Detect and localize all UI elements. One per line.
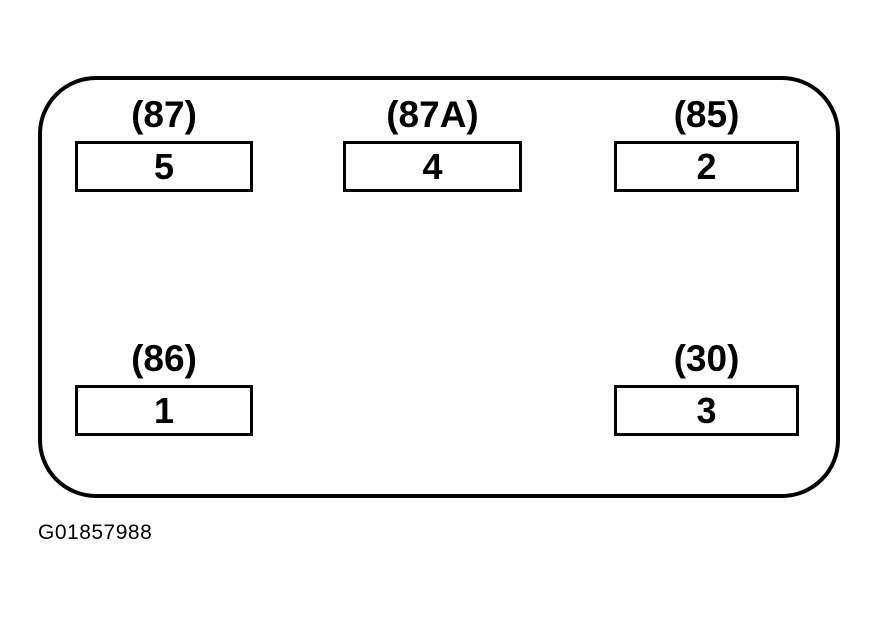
terminal-5: (87) 5 <box>75 95 253 192</box>
terminal-1-number: 1 <box>75 385 253 436</box>
terminal-5-label: (87) <box>131 94 197 135</box>
terminal-2-label: (85) <box>673 94 740 135</box>
terminal-3: (30) 3 <box>614 339 799 436</box>
terminal-4-label: (87A) <box>386 94 479 135</box>
terminal-1-label: (86) <box>131 338 197 379</box>
relay-body-outline <box>38 76 840 498</box>
terminal-3-label: (30) <box>673 338 740 379</box>
terminal-2: (85) 2 <box>614 95 799 192</box>
terminal-5-number: 5 <box>75 141 253 192</box>
terminal-3-number: 3 <box>614 385 799 436</box>
figure-id: G01857988 <box>38 521 153 544</box>
terminal-2-number: 2 <box>614 141 799 192</box>
terminal-4-number: 4 <box>343 141 522 192</box>
terminal-4: (87A) 4 <box>343 95 522 192</box>
terminal-1: (86) 1 <box>75 339 253 436</box>
